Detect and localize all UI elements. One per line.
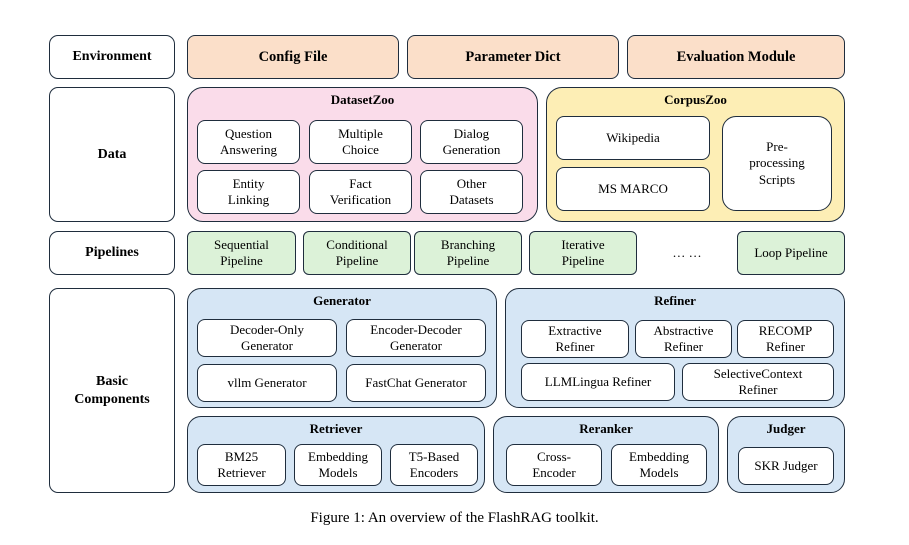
refiner-item: RECOMP Refiner [737, 320, 834, 358]
pipeline-item-branching: Branching Pipeline [414, 231, 522, 275]
row-label-environment: Environment [49, 35, 175, 79]
figure-caption: Figure 1: An overview of the FlashRAG to… [310, 510, 599, 526]
dataset-item: Dialog Generation [420, 120, 523, 164]
reranker-title: Reranker [579, 421, 633, 436]
dataset-zoo-group: DatasetZoo Question Answering Multiple C… [187, 87, 538, 222]
dataset-item: Entity Linking [197, 170, 300, 214]
refiner-title: Refiner [654, 293, 696, 308]
refiner-item: SelectiveContext Refiner [682, 363, 834, 401]
generator-item: Decoder-Only Generator [197, 319, 337, 357]
retriever-group: Retriever BM25 Retriever Embedding Model… [187, 416, 485, 493]
row-label-data: Data [49, 87, 175, 222]
generator-title: Generator [313, 293, 371, 308]
generator-item: Encoder-Decoder Generator [346, 319, 486, 357]
reranker-item: Embedding Models [611, 444, 707, 486]
refiner-group: Refiner Extractive Refiner Abstractive R… [505, 288, 845, 408]
pipeline-item-iterative: Iterative Pipeline [529, 231, 637, 275]
dataset-item: Other Datasets [420, 170, 523, 214]
judger-title: Judger [766, 421, 806, 436]
generator-item: FastChat Generator [346, 364, 486, 402]
generator-item: vllm Generator [197, 364, 337, 402]
refiner-item: Abstractive Refiner [635, 320, 732, 358]
corpus-item-wikipedia: Wikipedia [556, 116, 710, 160]
dataset-item: Question Answering [197, 120, 300, 164]
corpus-item-ms-marco: MS MARCO [556, 167, 710, 211]
pipeline-item-sequential: Sequential Pipeline [187, 231, 296, 275]
pipeline-item-conditional: Conditional Pipeline [303, 231, 411, 275]
retriever-item: Embedding Models [294, 444, 382, 486]
config-file-box: Config File [187, 35, 399, 79]
row-label-basic-components: Basic Components [49, 288, 175, 493]
generator-group: Generator Decoder-Only Generator Encoder… [187, 288, 497, 408]
retriever-item: T5-Based Encoders [390, 444, 478, 486]
parameter-dict-box: Parameter Dict [407, 35, 619, 79]
row-label-pipelines: Pipelines [49, 231, 175, 275]
dataset-item: Fact Verification [309, 170, 412, 214]
reranker-group: Reranker Cross- Encoder Embedding Models [493, 416, 719, 493]
corpus-zoo-group: CorpusZoo Wikipedia MS MARCO Pre- proces… [546, 87, 845, 222]
retriever-item: BM25 Retriever [197, 444, 286, 486]
judger-group: Judger SKR Judger [727, 416, 845, 493]
dataset-zoo-title: DatasetZoo [330, 92, 395, 107]
corpus-item-preprocessing-scripts: Pre- processing Scripts [722, 116, 832, 211]
evaluation-module-box: Evaluation Module [627, 35, 845, 79]
reranker-item: Cross- Encoder [506, 444, 602, 486]
refiner-item: Extractive Refiner [521, 320, 629, 358]
pipeline-item-loop: Loop Pipeline [737, 231, 845, 275]
corpus-zoo-title: CorpusZoo [664, 92, 727, 107]
refiner-item: LLMLingua Refiner [521, 363, 675, 401]
pipeline-ellipsis: … … [672, 245, 702, 260]
dataset-item: Multiple Choice [309, 120, 412, 164]
retriever-title: Retriever [309, 421, 363, 436]
judger-item-skr: SKR Judger [738, 447, 834, 485]
